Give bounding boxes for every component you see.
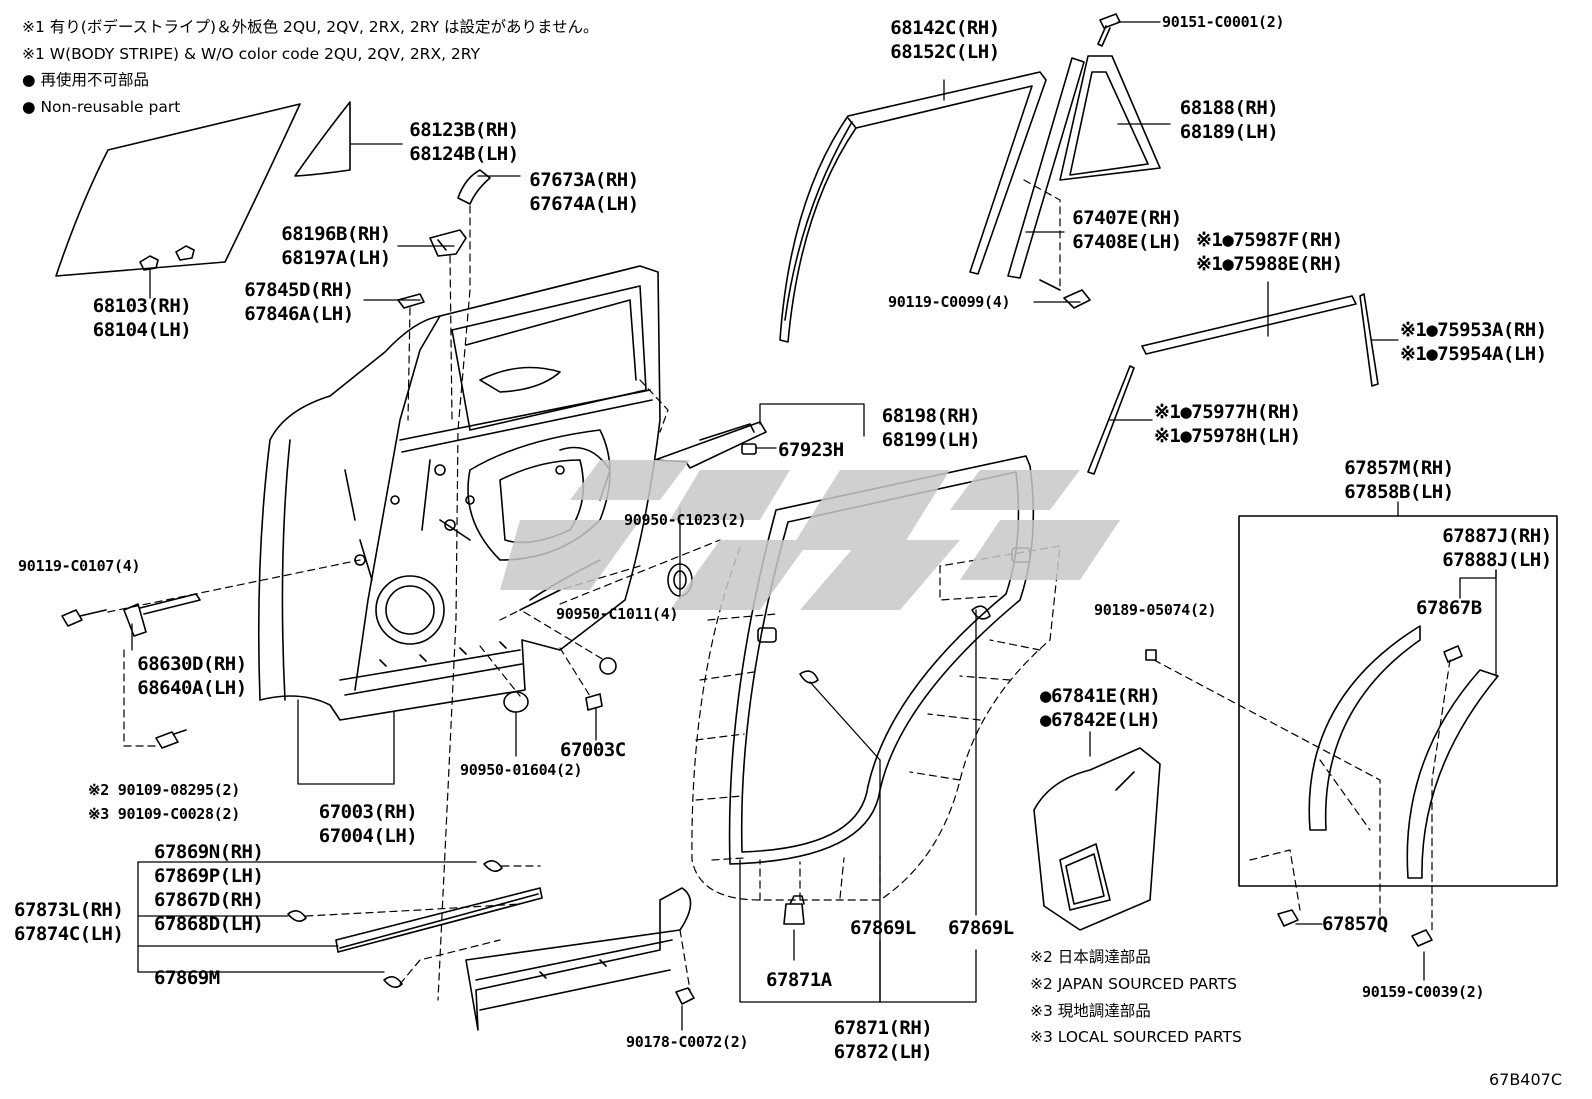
- lower-sill: [465, 887, 692, 1031]
- label-67003c[interactable]: 67003C: [560, 739, 626, 761]
- label-67869l-a[interactable]: 67869L: [850, 917, 916, 939]
- clip-67869m: [383, 976, 403, 988]
- notes: ※1 有り(ボデーストライプ)＆外板色 2QU, 2QV, 2RX, 2RY は…: [22, 14, 598, 120]
- door-glass: [55, 103, 301, 277]
- footnote-2-en: ※2 JAPAN SOURCED PARTS: [1030, 974, 1237, 993]
- quarter-glass: [294, 101, 351, 177]
- bolt-67857q: [1277, 909, 1299, 927]
- label-67871[interactable]: 67871(RH) 67872(LH): [833, 1017, 933, 1063]
- label-67871a[interactable]: 67871A: [766, 969, 832, 991]
- clip-67869n: [483, 860, 503, 872]
- door-check-68630: [123, 593, 201, 637]
- label-68630[interactable]: 68630D(RH) 68640A(LH): [137, 653, 247, 699]
- garnish-67887: [1406, 669, 1499, 879]
- bolt-90159: [1411, 929, 1433, 947]
- clip-67871a: [783, 895, 805, 925]
- service-cover: [1033, 747, 1161, 931]
- note-1-jp: ※1 有り(ボデーストライプ)＆外板色 2QU, 2QV, 2RX, 2RY は…: [22, 18, 599, 36]
- label-67857q[interactable]: 67857Q: [1322, 913, 1388, 935]
- belt-moulding: [335, 887, 543, 953]
- bracket-68196: [429, 229, 467, 257]
- watermark-logo: [500, 460, 1120, 610]
- label-90151[interactable]: 90151-C0001(2): [1162, 13, 1285, 31]
- clip-67867d: [287, 910, 307, 922]
- label-75977[interactable]: ※1●75977H(RH) ※1●75978H(LH): [1154, 401, 1301, 447]
- label-67873[interactable]: 67873L(RH) 67874C(LH): [14, 899, 124, 945]
- clip-67923: [741, 443, 757, 455]
- label-68123[interactable]: 68123B(RH) 68124B(LH): [409, 119, 519, 165]
- diagram-code: 67B407C: [1488, 1070, 1562, 1089]
- plug-90950-01604: [503, 691, 529, 713]
- plug-90950-c1011: [599, 657, 617, 675]
- clip-90189: [1145, 649, 1157, 661]
- label-67923h[interactable]: 67923H: [778, 439, 844, 461]
- label-67867b[interactable]: 67867B: [1416, 597, 1482, 619]
- bolt-90119a: [61, 609, 107, 627]
- bolt-90178: [675, 987, 695, 1005]
- label-67841[interactable]: ●67841E(RH) ●67842E(LH): [1040, 685, 1161, 731]
- footnote-3-en: ※3 LOCAL SOURCED PARTS: [1030, 1028, 1242, 1047]
- label-67857m[interactable]: 67857M(RH) 67858B(LH): [1344, 457, 1454, 503]
- frame-weatherstrip: [779, 71, 1047, 343]
- quarter-seal: [1059, 55, 1161, 181]
- garnish-67857: [1308, 625, 1421, 831]
- note-nonreusable-en: ● Non-reusable part: [22, 97, 181, 116]
- label-68103[interactable]: 68103(RH) 68104(LH): [92, 295, 192, 341]
- label-90950-c1011[interactable]: 90950-C1011(4): [556, 605, 679, 623]
- bolt-90119b: [1039, 279, 1091, 309]
- label-90159[interactable]: 90159-C0039(2): [1362, 983, 1485, 1001]
- label-67867d[interactable]: 67867D(RH) 67868D(LH): [154, 889, 264, 935]
- label-67003[interactable]: 67003(RH) 67004(LH): [318, 801, 418, 847]
- glass-clip: [139, 245, 195, 271]
- bolt-90109: [155, 729, 187, 749]
- footnote-3-jp: ※3 現地調達部品: [1030, 1001, 1151, 1020]
- stripe-75987: [1141, 295, 1357, 355]
- label-67869n[interactable]: 67869N(RH) 67869P(LH): [154, 841, 264, 887]
- label-90178[interactable]: 90178-C0072(2): [626, 1033, 749, 1051]
- clip-67869l-b: [971, 605, 991, 620]
- clip-67869l-a: [799, 670, 819, 684]
- note-nonreusable-jp: ● 再使用不可部品: [22, 71, 149, 89]
- label-90189[interactable]: 90189-05074(2): [1094, 601, 1217, 619]
- footnote-2-jp: ※2 日本調達部品: [1030, 948, 1151, 966]
- label-67887[interactable]: 67887J(RH) 67888J(LH): [1442, 525, 1552, 571]
- label-90950-c1023[interactable]: 90950-C1023(2): [624, 511, 747, 529]
- garnish-67673: [457, 169, 491, 205]
- label-67407[interactable]: 67407E(RH) 67408E(LH): [1072, 207, 1182, 253]
- label-67869m[interactable]: 67869M: [154, 967, 220, 989]
- label-75953[interactable]: ※1●75953A(RH) ※1●75954A(LH): [1400, 319, 1547, 365]
- footnotes: ※2 日本調達部品 ※2 JAPAN SOURCED PARTS ※3 現地調達…: [1030, 944, 1242, 1051]
- part-67845: [397, 293, 425, 309]
- label-75987[interactable]: ※1●75987F(RH) ※1●75988E(RH): [1196, 229, 1343, 275]
- stripe-75977: [1087, 365, 1135, 475]
- label-67845[interactable]: 67845D(RH) 67846A(LH): [244, 279, 354, 325]
- bolt-90151: [1097, 13, 1121, 47]
- label-68142[interactable]: 68142C(RH) 68152C(LH): [890, 17, 1000, 63]
- label-90950-01604[interactable]: 90950-01604(2): [460, 761, 583, 779]
- label-67673[interactable]: 67673A(RH) 67674A(LH): [529, 169, 639, 215]
- label-90119-c0107[interactable]: 90119-C0107(4): [18, 557, 141, 575]
- label-67869l-b[interactable]: 67869L: [948, 917, 1014, 939]
- label-90109[interactable]: ※2 90109-08295(2) ※3 90109-C0028(2): [88, 781, 240, 823]
- note-1-en: ※1 W(BODY STRIPE) & W/O color code 2QU, …: [22, 44, 481, 63]
- door-panel: [257, 265, 661, 721]
- label-68188[interactable]: 68188(RH) 68189(LH): [1179, 97, 1279, 143]
- clip-67003c: [585, 693, 603, 711]
- stripe-75953: [1359, 293, 1379, 387]
- label-68198[interactable]: 68198(RH) 68199(LH): [881, 405, 981, 451]
- label-90119-c0099[interactable]: 90119-C0099(4): [888, 293, 1011, 311]
- division-bar: [1007, 57, 1085, 279]
- label-68196[interactable]: 68196B(RH) 68197A(LH): [281, 223, 391, 269]
